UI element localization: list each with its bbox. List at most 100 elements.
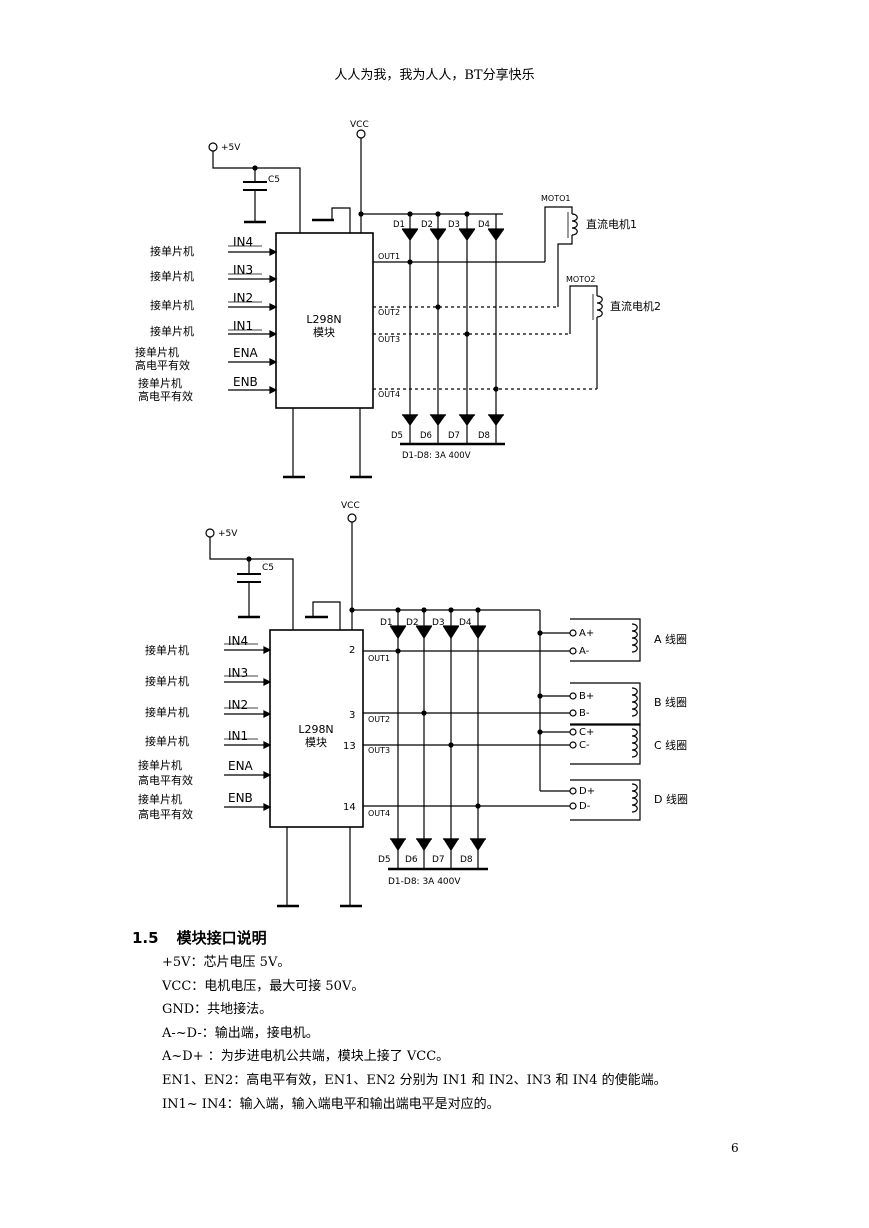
input-source-6: 接单片机	[138, 376, 182, 390]
diode-d1: D1	[380, 618, 393, 628]
coil-b-label: B 线圈	[654, 695, 687, 709]
desc-line-outputs: A-~D-：输出端，接电机。	[162, 1025, 319, 1041]
output-out1: OUT1	[368, 654, 390, 663]
motor2-coil-icon	[596, 295, 603, 318]
coil-d	[569, 779, 641, 821]
desc-line-common: A~D+ ：为步进电机公共端，模块上接了 VCC。	[162, 1049, 450, 1065]
circuit-diagram-stepper: +5V C5 VCC L298N 模块 接单片机 接单片机 接单片机 接单片机 …	[138, 501, 688, 908]
terminal-a-minus: A-	[579, 646, 590, 657]
pin-in2: IN2	[228, 698, 248, 712]
l298n-chip	[269, 629, 364, 828]
vcc-label: VCC	[341, 501, 360, 511]
coil-c-icon	[631, 728, 638, 758]
coil-b	[569, 682, 641, 726]
output-out1: OUT1	[378, 252, 400, 261]
output-out2: OUT2	[368, 715, 390, 724]
diode-d1: D1	[393, 220, 405, 230]
active-high-note-1: 高电平有效	[138, 773, 193, 787]
pin-in4: IN4	[228, 634, 248, 648]
pin-number-13: 13	[343, 741, 356, 752]
diode-d8: D8	[478, 431, 490, 441]
input-source-2: 接单片机	[145, 674, 189, 688]
diode-d3: D3	[448, 220, 460, 230]
vcc-terminal-icon	[347, 513, 357, 523]
pin-in2: IN2	[233, 291, 253, 305]
pin-number-14: 14	[343, 802, 356, 813]
coil-c-label: C 线圈	[654, 738, 687, 752]
input-source-4: 接单片机	[150, 324, 194, 338]
chip-subtitle: 模块	[305, 736, 327, 749]
diode-array-top	[401, 211, 505, 443]
diode-d5: D5	[391, 431, 403, 441]
active-high-note-1: 高电平有效	[135, 358, 190, 372]
output-out2: OUT2	[378, 308, 400, 317]
motor2-tag: MOTO2	[566, 275, 595, 284]
chip-subtitle: 模块	[313, 326, 335, 339]
input-source-4: 接单片机	[145, 734, 189, 748]
coil-a-label: A 线圈	[654, 632, 687, 646]
pin-in1: IN1	[233, 319, 253, 333]
diode-array-top	[389, 607, 487, 868]
active-high-note-2: 高电平有效	[138, 389, 193, 403]
diode-d3: D3	[432, 618, 445, 628]
terminal-c-minus: C-	[579, 740, 590, 751]
coil-b-icon	[631, 687, 638, 717]
coil-a	[569, 618, 641, 662]
input-source-5: 接单片机	[135, 345, 179, 359]
diode-d2: D2	[406, 618, 419, 628]
pin-number-3: 3	[349, 710, 355, 721]
vcc-label: VCC	[350, 120, 369, 130]
terminal-d-plus: D+	[579, 786, 595, 797]
input-source-1: 接单片机	[145, 643, 189, 657]
power-label: +5V	[218, 529, 238, 539]
capacitor-label: C5	[262, 563, 274, 573]
diode-d8: D8	[460, 855, 473, 865]
section-number: 1.5	[132, 929, 159, 947]
page-header: 人人为我，我为人人，BT分享快乐	[334, 68, 535, 83]
l298n-chip	[275, 232, 374, 409]
pin-enb: ENB	[233, 375, 258, 389]
capacitor-label: C5	[268, 175, 280, 185]
motor1-tag: MOTO1	[541, 194, 570, 203]
output-out4: OUT4	[368, 809, 390, 818]
power-terminal-icon	[205, 528, 215, 538]
motor1-name: 直流电机1	[586, 217, 637, 231]
input-source-3: 接单片机	[150, 298, 194, 312]
interface-description: +5V：芯片电压 5V。 VCC：电机电压，最大可接 50V。 GND：共地接法…	[162, 951, 667, 1116]
desc-line-inputs: IN1~ IN4：输入端，输入端电平和输出端电平是对应的。	[162, 1096, 500, 1112]
power-terminal-icon	[208, 142, 218, 152]
input-source-6: 接单片机	[138, 792, 182, 806]
diode-spec: D1-D8: 3A 400V	[388, 877, 461, 887]
pin-number-2: 2	[349, 645, 355, 656]
terminal-b-plus: B+	[579, 691, 594, 702]
desc-line-enable: EN1、EN2：高电平有效，EN1、EN2 分别为 IN1 和 IN2、IN3 …	[162, 1072, 667, 1088]
vcc-terminal-icon	[356, 129, 366, 139]
input-source-2: 接单片机	[150, 269, 194, 283]
input-source-1: 接单片机	[150, 244, 194, 258]
diode-d7: D7	[448, 431, 460, 441]
input-source-3: 接单片机	[145, 705, 189, 719]
desc-line-vcc: VCC：电机电压，最大可接 50V。	[162, 978, 365, 994]
diode-d6: D6	[420, 431, 432, 441]
terminal-d-minus: D-	[579, 801, 591, 812]
desc-line-gnd: GND：共地接法。	[162, 1002, 273, 1018]
page-number: 6	[731, 1141, 739, 1155]
output-out3: OUT3	[378, 335, 400, 344]
pin-in3: IN3	[233, 263, 253, 277]
terminal-c-plus: C+	[579, 727, 594, 738]
diode-array-bottom	[388, 838, 488, 871]
diode-d5: D5	[378, 855, 391, 865]
coil-a-icon	[631, 623, 638, 653]
motor1-coil-icon	[571, 213, 578, 236]
pin-enb: ENB	[228, 791, 253, 805]
motor2-name: 直流电机2	[610, 299, 661, 313]
desc-line-5v: +5V：芯片电压 5V。	[162, 955, 291, 970]
diode-d4: D4	[459, 618, 472, 628]
circuit-diagram-dc-motors: +5V C5 VCC L298N 模块 接单片机 接单片机 接单片机 接单片机 …	[135, 120, 661, 479]
output-out3: OUT3	[368, 746, 390, 755]
terminal-b-minus: B-	[579, 708, 590, 719]
coil-c	[569, 723, 641, 765]
chip-name: L298N	[298, 723, 333, 736]
input-source-5: 接单片机	[138, 758, 182, 772]
